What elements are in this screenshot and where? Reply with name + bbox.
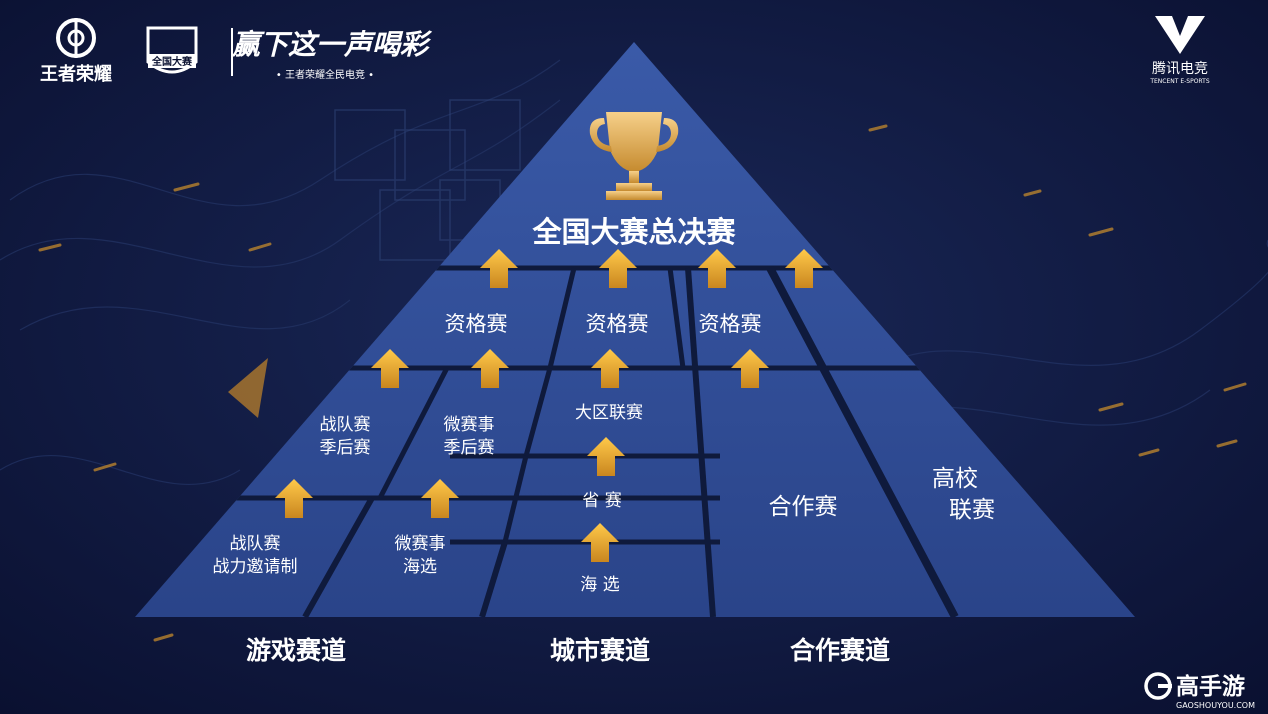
coop-label: 合作赛 — [769, 494, 838, 520]
watermark-name: 高手游 — [1176, 673, 1245, 700]
watermark-url: GAOSHOUYOU.COM — [1176, 701, 1255, 710]
qualifier-label-middle: 资格赛 — [586, 312, 649, 336]
tournament-logo-text: 全国大赛 — [151, 55, 193, 68]
background-cubes — [334, 99, 521, 261]
track-label-coop: 合作赛道 — [790, 636, 890, 665]
tournament-logo: 全国大赛 — [146, 26, 198, 74]
background-shard — [228, 358, 268, 418]
micro-open-label-line1: 微赛事 — [395, 533, 446, 554]
qualifier-label-left: 资格赛 — [445, 312, 508, 336]
micro-open-label-line2: 海选 — [403, 557, 437, 577]
city-open-label: 海 选 — [580, 575, 619, 595]
brand-subtext: TENCENT E-SPORTS — [1149, 78, 1209, 85]
micro-playoff-label-line1: 微赛事 — [444, 414, 495, 435]
pyramid-body — [135, 42, 1135, 617]
background-swirls — [0, 59, 1268, 486]
brand-logo: 腾讯电竞 TENCENT E-SPORTS — [1149, 16, 1210, 85]
game-logo-text: 王者荣耀 — [40, 63, 112, 85]
slogan-text: 赢下这一声喝彩 — [231, 28, 433, 61]
micro-playoff-label-line2: 季后赛 — [444, 437, 495, 458]
game-logo: 王者荣耀 — [40, 18, 112, 85]
track-label-game: 游戏赛道 — [246, 636, 346, 665]
team-playoff-label-line1: 战队赛 — [320, 414, 371, 435]
team-invite-label-line1: 战队赛 — [230, 533, 281, 554]
province-label: 省 赛 — [582, 490, 621, 511]
team-invite-label-line2: 战力邀请制 — [213, 557, 298, 577]
qualifier-label-right: 资格赛 — [699, 312, 762, 336]
background-streaks — [38, 124, 1247, 642]
watermark: 高手游 GAOSHOUYOU.COM — [1144, 672, 1255, 710]
team-playoff-label-line2: 季后赛 — [320, 437, 371, 458]
brand-name: 腾讯电竞 — [1152, 60, 1208, 77]
college-label-line2: 联赛 — [949, 497, 995, 523]
region-league-label: 大区联赛 — [575, 402, 643, 423]
college-label-line1: 高校 — [932, 466, 978, 492]
slogan-subtext: • 王者荣耀全民电竞 • — [276, 68, 374, 81]
track-label-city: 城市赛道 — [550, 636, 650, 665]
trophy-icon — [589, 112, 679, 200]
final-label: 全国大赛总决赛 — [531, 215, 736, 249]
brand-v-icon — [1155, 16, 1205, 54]
